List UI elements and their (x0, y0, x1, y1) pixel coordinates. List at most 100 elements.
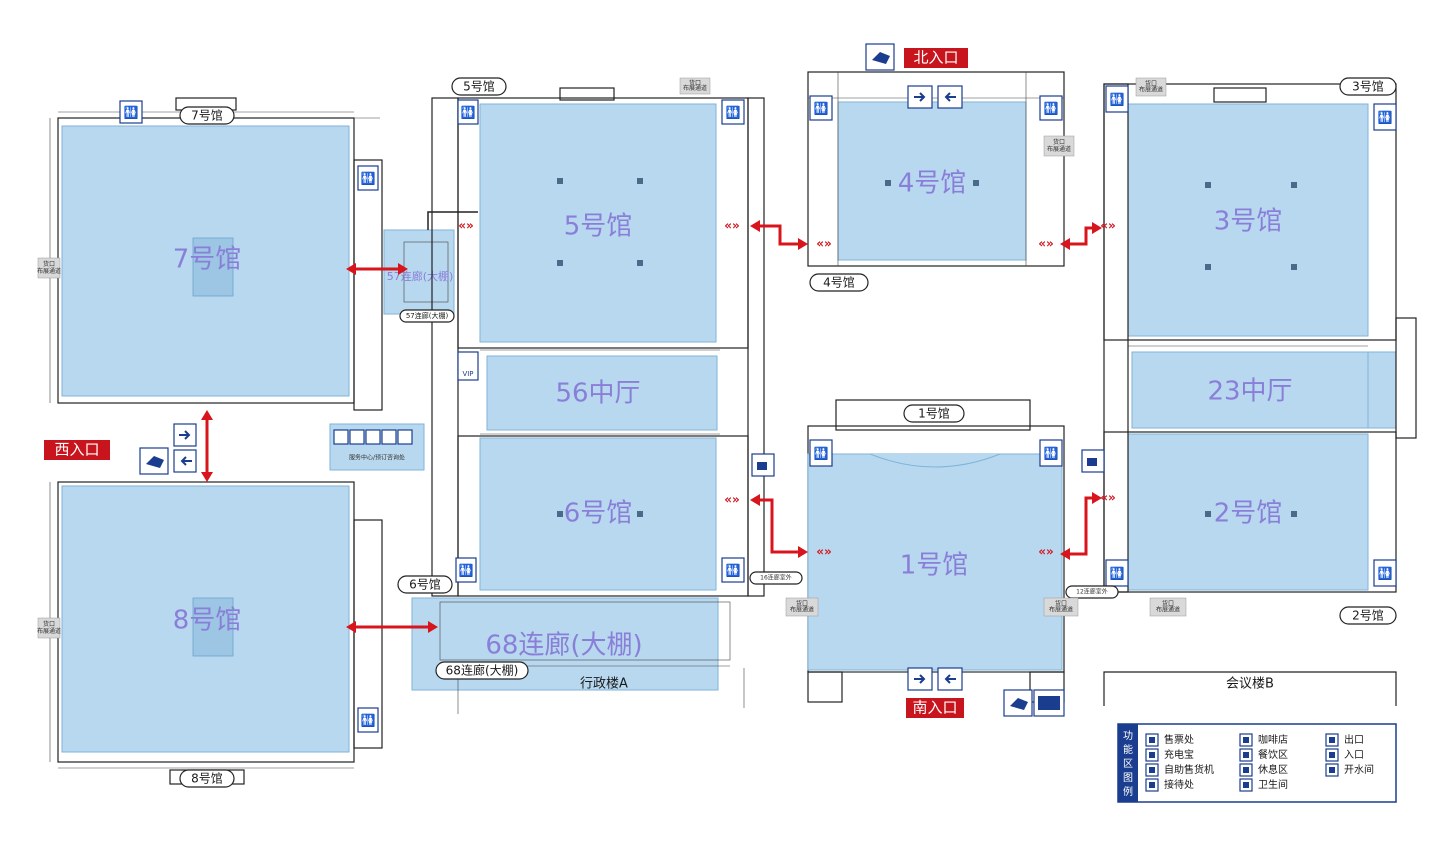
hall-2-label: 2号馆 (1214, 499, 1283, 529)
ticket-icon (1010, 698, 1028, 710)
cargo-tag-label: 货口 (1055, 600, 1067, 608)
svg-text:«»: «» (816, 545, 832, 559)
svg-text:🚻: 🚻 (814, 447, 829, 461)
hall-23[interactable]: 23中厅 (1128, 345, 1397, 433)
connection-arrows (201, 220, 1102, 633)
hall-7-label: 7号馆 (173, 245, 242, 275)
ticket-icon (872, 52, 890, 64)
svg-text:57连廊(大棚): 57连廊(大棚) (406, 311, 449, 320)
door-chevrons: «» «» «» «» «» «» «» «» «» (458, 219, 1116, 559)
hall-4-label: 4号馆 (898, 169, 967, 199)
hall-1-label: 1号馆 (900, 551, 969, 581)
pill-57: 57连廊(大棚) (399, 309, 455, 323)
west-entrance[interactable]: 西入口 (44, 440, 169, 475)
legend-item-label: 接待处 (1164, 778, 1194, 791)
rest-area-icon-glyph (1243, 767, 1249, 773)
legend-item-label: 出口 (1344, 733, 1364, 746)
coffee-icon (751, 453, 775, 477)
legend-title-char: 功 (1123, 730, 1133, 742)
corridor-57[interactable]: 57连廊(大棚) (383, 211, 478, 315)
door-icons (173, 85, 963, 691)
svg-text:🚻: 🚻 (1044, 447, 1059, 461)
north-entrance[interactable]: 北入口 (865, 43, 968, 71)
hall-1-structure (807, 399, 1065, 703)
svg-text:6号馆: 6号馆 (409, 577, 441, 592)
pill-3: 3号馆 (1339, 77, 1397, 96)
hall-6-label: 6号馆 (564, 499, 633, 529)
cargo-tag-label: 货口 (1053, 138, 1065, 146)
vip-area: VIP (457, 351, 479, 381)
restroom-icons: 🚻 🚻 🚻 🚻 🚻 🚻 🚻 🚻 🚻 🚻 🚻 🚻 🚻 🚻 🚻 (119, 85, 1397, 733)
cargo-tags: 货口布展通道货口布展通道货口布展通道货口布展通道货口布展通道货口布展通道货口布展… (37, 77, 1187, 639)
pill-4: 4号馆 (809, 273, 869, 292)
dining-icon-glyph (1243, 752, 1249, 758)
hall-5-label: 5号馆 (564, 212, 633, 242)
exit-icon (944, 674, 956, 684)
hall-7-structure (49, 97, 383, 411)
restroom-icon-glyph (1243, 782, 1249, 788)
hall-6[interactable]: 6号馆 (457, 435, 749, 597)
hall-8-label: 8号馆 (173, 606, 242, 636)
cargo-tag-label: 布展通道 (1047, 145, 1071, 153)
svg-text:🚻: 🚻 (459, 564, 474, 578)
corridor-68-label: 68连廊(大棚) (485, 631, 642, 661)
legend-item-label: 咖啡店 (1258, 733, 1288, 746)
legend-item-label: 休息区 (1258, 763, 1288, 776)
entrance-icon-glyph (1329, 752, 1335, 758)
ticket-icon-glyph (1149, 737, 1155, 743)
svg-text:🚻: 🚻 (1110, 93, 1125, 107)
hall-5[interactable]: 5号馆 (457, 97, 749, 349)
legend-item-label: 售票处 (1164, 733, 1194, 746)
svg-text:16连廊室外: 16连廊室外 (760, 574, 792, 582)
svg-text:2号馆: 2号馆 (1352, 608, 1384, 623)
cargo-tag-label: 布展通道 (1049, 606, 1073, 614)
conference-building: 会议楼B (1103, 671, 1397, 706)
hall-2[interactable]: 2号馆 (1103, 431, 1397, 593)
svg-text:VIP: VIP (462, 370, 473, 378)
hall-56-label: 56中厅 (555, 379, 640, 409)
cargo-tag-label: 货口 (43, 620, 55, 628)
column-grid (557, 178, 1297, 517)
svg-text:🚻: 🚻 (726, 564, 741, 578)
exit-icon (180, 456, 192, 466)
svg-text:会议楼B: 会议楼B (1226, 677, 1274, 692)
reception-icon (1038, 696, 1060, 710)
svg-text:«»: «» (816, 237, 832, 251)
svg-text:«»: «» (1038, 545, 1054, 559)
hall-4[interactable]: 4号馆 (807, 71, 1065, 267)
legend-item-label: 卫生间 (1258, 778, 1288, 791)
pill-8: 8号馆 (179, 769, 235, 788)
hall-23-label: 23中厅 (1207, 377, 1292, 407)
hall-8[interactable]: 8号馆 (57, 481, 355, 763)
hall-3[interactable]: 3号馆 (1103, 83, 1397, 341)
coffee-icon-glyph (1243, 737, 1249, 743)
svg-text:4号馆: 4号馆 (823, 275, 855, 290)
pill-7: 7号馆 (179, 106, 235, 125)
entrance-icon (914, 674, 926, 684)
svg-text:«»: «» (1100, 219, 1116, 233)
hall-7[interactable]: 7号馆 (57, 117, 355, 404)
svg-text:«»: «» (724, 493, 740, 507)
cargo-tag-label: 布展通道 (1139, 86, 1163, 94)
svg-text:8号馆: 8号馆 (191, 771, 223, 786)
legend-title-char: 图 (1123, 772, 1133, 784)
hall-3-label: 3号馆 (1214, 207, 1283, 237)
hall-56[interactable]: 56中厅 (480, 349, 720, 435)
corridor-12-tag: 12连廊室外 (1065, 585, 1119, 599)
svg-text:3号馆: 3号馆 (1352, 79, 1384, 94)
south-entrance[interactable]: 南入口 (906, 689, 1065, 718)
svg-text:🚻: 🚻 (1378, 567, 1393, 581)
cargo-tag-label: 货口 (689, 79, 701, 87)
power-bank-icon-glyph (1149, 752, 1155, 758)
vending-machine-icon-glyph (1149, 767, 1155, 773)
water-icon-glyph (1329, 767, 1335, 773)
hall-1[interactable]: 1号馆 (807, 425, 1065, 673)
cargo-tag-label: 布展通道 (1156, 606, 1180, 614)
cargo-tag-label: 布展通道 (790, 606, 814, 614)
cargo-tag-label: 布展通道 (37, 267, 61, 275)
legend-item-label: 开水间 (1344, 763, 1374, 776)
svg-text:🚻: 🚻 (361, 172, 376, 186)
svg-text:«»: «» (1100, 491, 1116, 505)
service-center[interactable]: 服务中心/预订咨询处 (329, 423, 425, 471)
